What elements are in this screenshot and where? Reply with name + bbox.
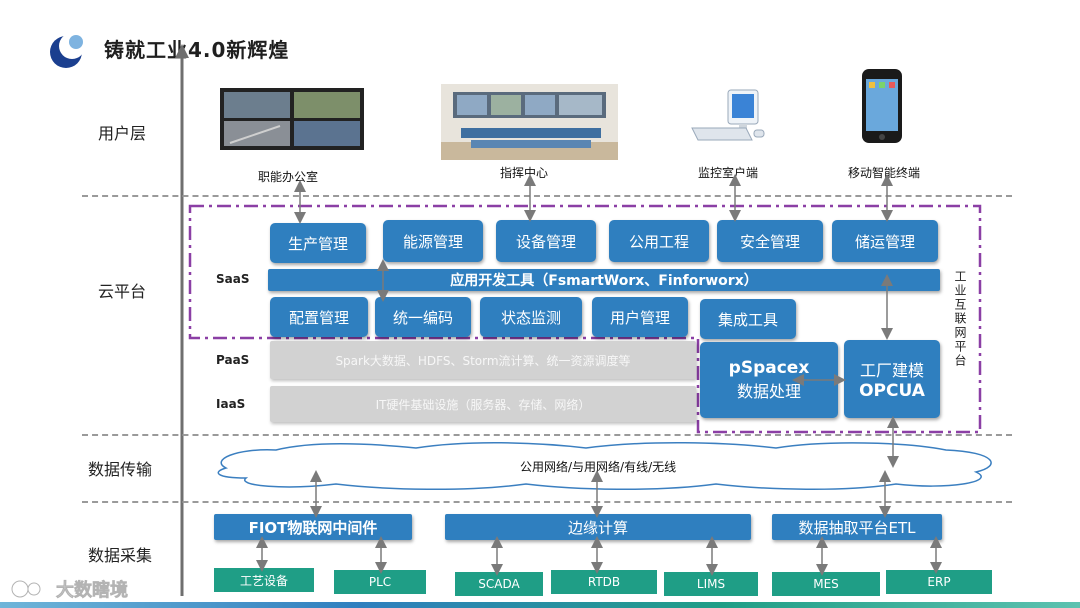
logo-icon <box>50 33 85 68</box>
module-integration-tools[interactable]: 集成工具 <box>700 299 796 339</box>
source-lims: LIMS <box>664 572 758 596</box>
module-equipment-mgmt[interactable]: 设备管理 <box>496 220 596 262</box>
module-safety-mgmt[interactable]: 安全管理 <box>717 220 823 262</box>
watermark: 大数瞎境 <box>8 576 128 602</box>
module-public-works[interactable]: 公用工程 <box>609 220 709 262</box>
source-process-equipment: 工艺设备 <box>214 568 314 592</box>
command-center-icon <box>441 84 618 160</box>
source-mes: MES <box>772 572 880 596</box>
module-user-mgmt[interactable]: 用户管理 <box>592 297 688 337</box>
etl-platform-box[interactable]: 数据抽取平台ETL <box>772 514 942 540</box>
module-status-monitoring[interactable]: 状态监测 <box>480 297 582 337</box>
watermark-logo-icon <box>10 579 42 599</box>
watermark-text: 大数瞎境 <box>56 580 129 602</box>
user-label-command-center: 指挥中心 <box>500 166 549 180</box>
opcua-box[interactable]: 工厂建模 OPCUA <box>844 340 940 418</box>
opcua-subtitle: 工厂建模 <box>859 361 924 380</box>
layer-label-transmission: 数据传输 <box>88 460 153 479</box>
pspacex-name: pSpacex <box>728 358 810 378</box>
layer-label-collection: 数据采集 <box>88 546 153 565</box>
video-wall-icon <box>220 88 364 150</box>
iaas-bar: IT硬件基础设施（服务器、存储、网络） <box>270 386 696 422</box>
source-rtdb: RTDB <box>551 570 657 594</box>
paas-bar: Spark大数据、HDFS、Storm流计算、统一资源调度等 <box>270 341 696 379</box>
tier-saas: SaaS <box>216 272 250 286</box>
platform-label: 工业互联网平台 <box>953 270 967 368</box>
fiot-middleware-box[interactable]: FIOT物联网中间件 <box>214 514 412 540</box>
pspacex-subtitle: 数据处理 <box>736 382 801 401</box>
source-erp: ERP <box>886 570 992 594</box>
separator-cloud-transmission <box>82 434 1012 436</box>
module-unified-coding[interactable]: 统一编码 <box>375 297 471 337</box>
page-title: 铸就工业4.0新辉煌 <box>104 38 290 62</box>
user-label-monitoring-client: 监控室户端 <box>698 166 759 180</box>
separator-user-cloud <box>82 195 1012 197</box>
source-plc: PLC <box>334 570 426 594</box>
layer-label-cloud: 云平台 <box>98 282 147 301</box>
module-production-mgmt[interactable]: 生产管理 <box>270 223 366 263</box>
vertical-axis-arrow <box>175 44 189 596</box>
user-label-mobile-terminal: 移动智能终端 <box>848 166 921 180</box>
module-storage-mgmt[interactable]: 储运管理 <box>832 220 938 262</box>
network-label: 公用网络/与用网络/有线/无线 <box>520 460 677 474</box>
separator-transmission-collection <box>82 501 1012 503</box>
smartphone-icon <box>862 69 902 143</box>
tier-paas: PaaS <box>216 353 250 367</box>
layer-label-user: 用户层 <box>98 124 147 143</box>
dev-tools-bar[interactable]: 应用开发工具（FsmartWorx、Finforworx） <box>268 269 940 291</box>
desktop-computer-icon <box>691 89 765 141</box>
opcua-name: OPCUA <box>859 381 925 401</box>
module-energy-mgmt[interactable]: 能源管理 <box>383 220 483 262</box>
footer-strip <box>0 602 1080 608</box>
network-cloud-icon <box>217 442 992 490</box>
edge-computing-box[interactable]: 边缘计算 <box>445 514 751 540</box>
tier-iaas: IaaS <box>216 397 246 411</box>
source-scada: SCADA <box>455 572 543 596</box>
module-config-mgmt[interactable]: 配置管理 <box>270 297 368 337</box>
